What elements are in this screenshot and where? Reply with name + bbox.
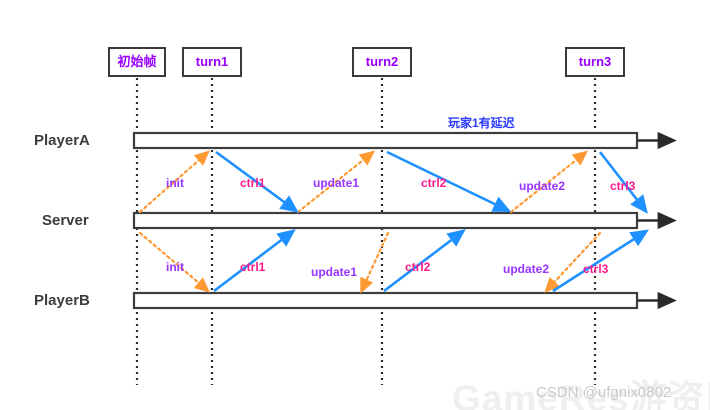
downward-message-arrows-top: [215, 150, 648, 214]
lane-label-server: Server: [42, 212, 89, 229]
msg-label-init-bottom: init: [166, 260, 184, 274]
turn-box-label: turn3: [578, 54, 612, 69]
watermark-csdn: CSDN @ufgnix0802: [536, 384, 672, 401]
turn-box-label: turn1: [195, 54, 229, 69]
turn-box-turn2[interactable]: turn2: [352, 47, 412, 77]
lane-label-playerb: PlayerB: [34, 292, 90, 309]
msg-label-ctrl1-bottom: ctrl1: [240, 260, 266, 274]
msg-label-update1-bottom: update1: [311, 265, 358, 279]
upward-message-arrows-top: [138, 150, 589, 214]
lane-end-arrows: [637, 131, 677, 310]
downward-message-arrows-bottom: [138, 231, 602, 294]
msg-label-ctrl2-top: ctrl2: [421, 176, 447, 190]
lane-label-playera: PlayerA: [34, 132, 90, 149]
msg-label-ctrl3-top: ctrl3: [610, 179, 636, 193]
msg-label-ctrl1-top: ctrl1: [240, 176, 266, 190]
msg-label-init-top: init: [166, 176, 184, 190]
msg-label-update2-bottom: update2: [503, 262, 550, 276]
turn-box-label: turn2: [365, 54, 399, 69]
msg-label-ctrl3-bottom: ctrl3: [583, 262, 609, 276]
watermark-gameres: GameRes游资网: [452, 378, 710, 410]
msg-label-ctrl2-bottom: ctrl2: [405, 260, 431, 274]
lane-bars: [132, 131, 639, 310]
upward-message-arrows-bottom: [213, 229, 649, 293]
turn-box-init[interactable]: 初始帧: [108, 47, 166, 77]
msg-label-update1-top: update1: [313, 176, 360, 190]
note-player1-delay: 玩家1有延迟: [448, 116, 515, 130]
turn-box-turn1[interactable]: turn1: [182, 47, 242, 77]
turn-box-label: 初始帧: [117, 54, 157, 69]
msg-label-update2-top: update2: [519, 179, 566, 193]
turn-box-turn3[interactable]: turn3: [565, 47, 625, 77]
turn-tick-lines: [135, 78, 597, 385]
